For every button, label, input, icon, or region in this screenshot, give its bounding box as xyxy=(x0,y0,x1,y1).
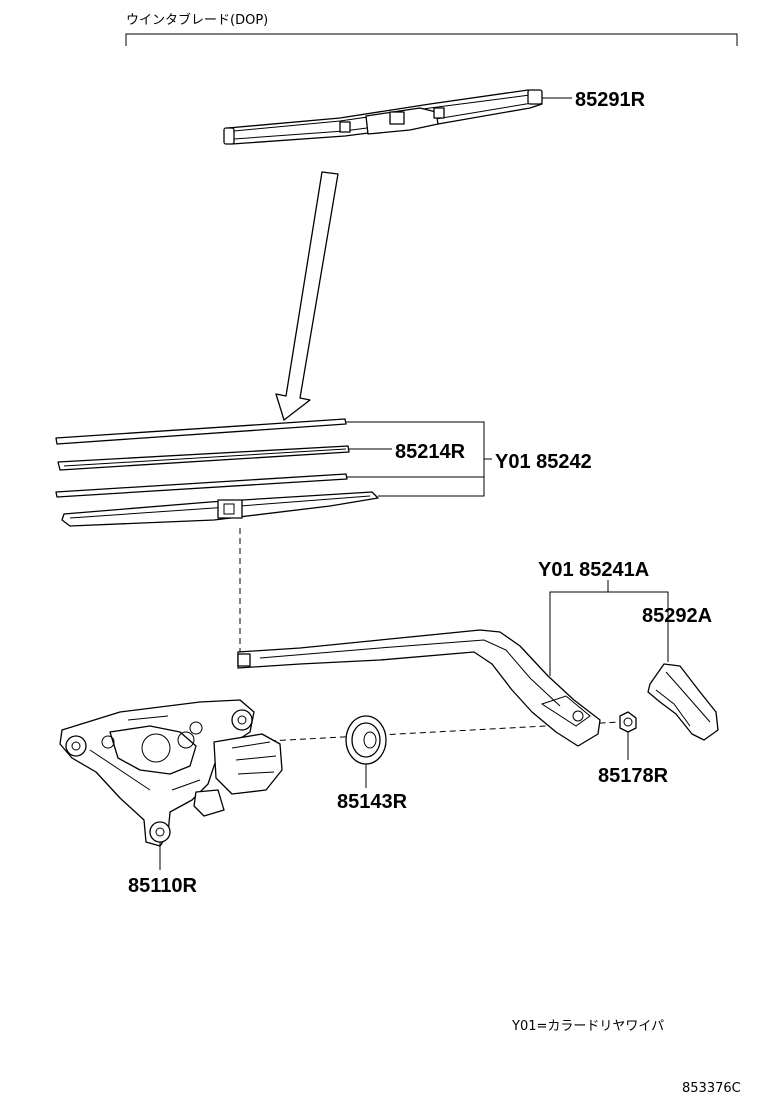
color-code-note: Y01=カラードリヤワイパ xyxy=(511,1019,664,1034)
blade-refill-strips xyxy=(55,418,350,498)
arm-cover-drawing xyxy=(647,663,719,741)
bracket-85241a xyxy=(549,591,669,676)
wiper-motor-drawing xyxy=(59,699,283,847)
part-number-85143r[interactable]: 85143R xyxy=(337,791,408,813)
part-number-85242[interactable]: Y01 85242 xyxy=(495,451,592,473)
wiper-arm-drawing xyxy=(237,629,601,747)
pivot-grommet-drawing xyxy=(345,715,387,765)
replacement-arrow xyxy=(275,171,339,421)
dop-label: ウインタブレード(DOP) xyxy=(126,12,268,28)
dop-bracket xyxy=(125,33,738,46)
diagram-code: 853376C xyxy=(682,1081,741,1096)
pivot-axis-line xyxy=(249,721,621,743)
winter-blade-drawing xyxy=(223,89,543,145)
wiper-blade-drawing xyxy=(61,491,379,527)
part-number-85291r[interactable]: 85291R xyxy=(575,89,646,111)
part-number-85178r[interactable]: 85178R xyxy=(598,765,669,787)
dop-section-header: ウインタブレード(DOP) xyxy=(125,12,738,46)
pivot-nut-drawing xyxy=(619,711,637,733)
part-number-85241a[interactable]: Y01 85241A xyxy=(538,559,649,581)
part-number-85110r[interactable]: 85110R xyxy=(128,875,198,897)
part-number-85214r[interactable]: 85214R xyxy=(395,441,466,463)
part-number-85292a[interactable]: 85292A xyxy=(642,605,712,627)
